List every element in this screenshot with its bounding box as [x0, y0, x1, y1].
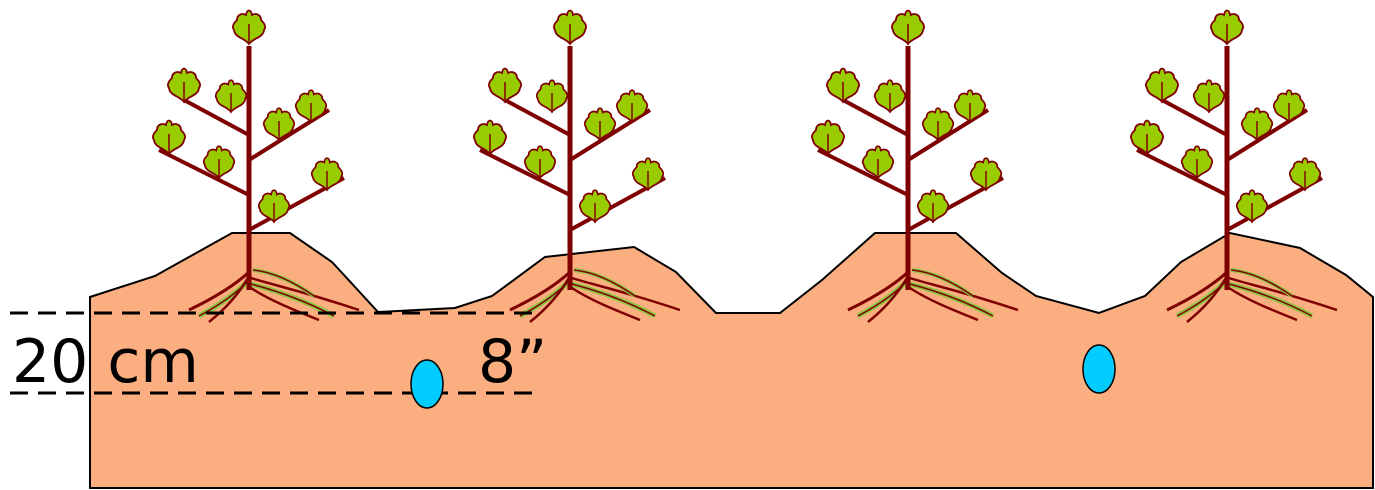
depth-label-inches: 8” — [478, 332, 547, 392]
depth-label-cm: 20 cm — [12, 332, 199, 392]
drip-emitter-1 — [411, 360, 443, 408]
soil-profile — [90, 233, 1373, 488]
drip-emitter-2 — [1083, 345, 1115, 393]
